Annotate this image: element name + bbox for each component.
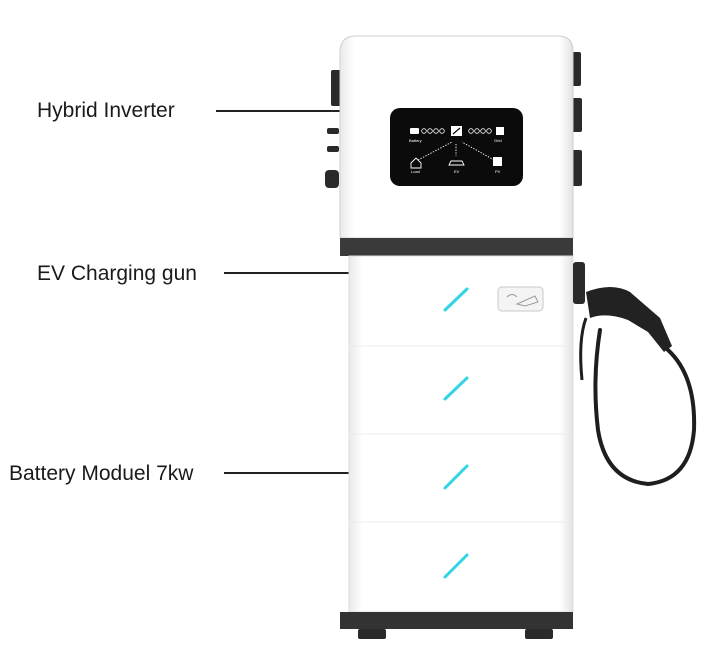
- display-label-ev: EV: [454, 169, 460, 174]
- display-label-grid: Grid: [494, 138, 502, 143]
- battery-module-3-indicator: [443, 464, 469, 490]
- battery-module-4-indicator: [443, 553, 469, 579]
- callout-battery-module: Battery Moduel 7kw: [9, 462, 194, 485]
- ev-charging-cable: [593, 328, 697, 487]
- leader-line-hybrid-inverter: [216, 110, 378, 112]
- left-foot: [358, 629, 386, 639]
- callout-hybrid-inverter: Hybrid Inverter: [37, 99, 175, 122]
- ev-charging-gun-handle: [586, 287, 672, 352]
- rfid-card-icon: [497, 286, 544, 312]
- leader-line-battery-module: [224, 472, 385, 474]
- gun-holder: [573, 262, 585, 304]
- display-label-load: Load: [411, 169, 420, 174]
- right-foot: [525, 629, 553, 639]
- separator-band: [340, 238, 573, 256]
- battery-module-2-indicator: [443, 376, 469, 401]
- callout-ev-charging-gun: EV Charging gun: [37, 262, 197, 285]
- leader-line-ev-charging-gun: [224, 272, 385, 274]
- left-connectors: [325, 70, 341, 188]
- cabinet-base: [340, 612, 573, 629]
- display-label-battery: Battery: [409, 138, 422, 143]
- display-label-pv: PV: [495, 169, 501, 174]
- battery-module-1-indicator: [443, 287, 469, 312]
- inverter-display-screen: Battery Grid Load EV PV: [390, 108, 523, 186]
